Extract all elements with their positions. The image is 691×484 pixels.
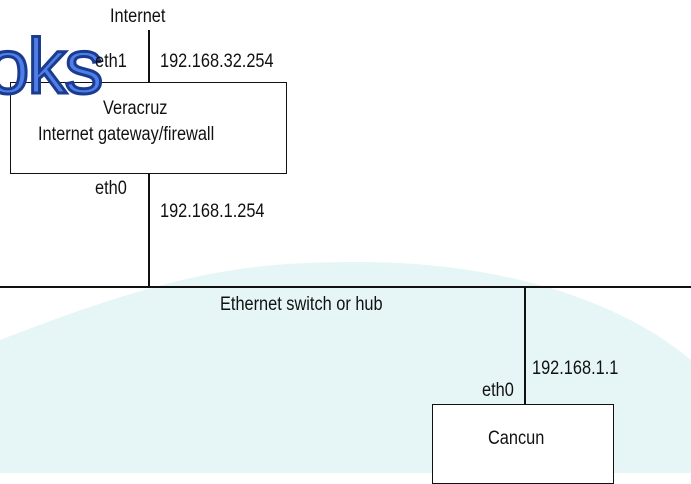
- client-link-line: [524, 286, 526, 404]
- internet-label: Internet: [110, 6, 166, 27]
- network-diagram: oks Internet eth1 192.168.32.254 Veracru…: [0, 6, 691, 484]
- gateway-role: Internet gateway/firewall: [38, 124, 215, 145]
- gateway-downlink-line: [148, 174, 150, 286]
- switch-label: Ethernet switch or hub: [220, 294, 383, 315]
- gateway-internal-interface: eth0: [95, 178, 127, 199]
- gateway-external-interface: eth1: [95, 51, 127, 72]
- gateway-name: Veracruz: [103, 98, 168, 119]
- gateway-external-address: 192.168.32.254: [160, 51, 274, 72]
- client-name: Cancun: [488, 428, 545, 449]
- gateway-box: [10, 82, 287, 174]
- client-address: 192.168.1.1: [532, 358, 619, 379]
- client-interface: eth0: [482, 380, 514, 401]
- gateway-internal-address: 192.168.1.254: [160, 201, 265, 222]
- client-box: [432, 404, 614, 484]
- watermark-text: oks: [0, 22, 105, 110]
- switch-bus-line: [0, 286, 691, 288]
- internet-uplink-line: [148, 30, 150, 82]
